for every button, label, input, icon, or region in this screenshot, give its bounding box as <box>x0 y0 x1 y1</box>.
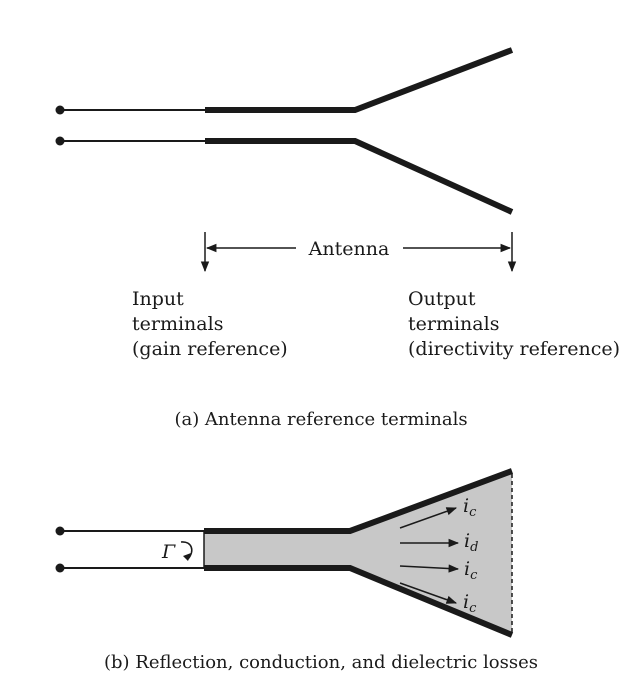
antenna-conductor-bottom <box>205 138 514 215</box>
output-terminals-label-3: (directivity reference) <box>408 338 620 360</box>
current-arrow-ic-2 <box>399 564 460 573</box>
input-terminals-label-3: (gain reference) <box>132 338 288 360</box>
input-terminals-label-1: Input <box>132 288 184 310</box>
input-terminals-label-2: terminals <box>132 313 223 335</box>
antenna-conductor-bottom-b <box>204 565 514 638</box>
output-terminals-label-2: terminals <box>408 313 499 335</box>
current-label-ic-2: ic <box>464 558 478 583</box>
loss-region <box>204 471 512 635</box>
antenna-conductor-top-b <box>204 468 514 534</box>
output-terminals-label-1: Output <box>408 288 476 310</box>
current-arrow-ic-1 <box>399 507 457 529</box>
current-label-ic-1: ic <box>463 495 477 520</box>
caption-b: (b) Reflection, conduction, and dielectr… <box>104 652 538 673</box>
reflection-arrow-head <box>183 553 191 561</box>
current-label-ic-3: ic <box>463 591 477 616</box>
panel-b: Γ ic id ic ic (b) Reflection, conduction… <box>55 468 538 673</box>
current-label-id: id <box>464 530 478 555</box>
antenna-conductor-top <box>205 47 514 113</box>
panel-a: Antenna Input terminals (gain reference)… <box>55 47 620 430</box>
current-arrow-ic-3 <box>399 582 457 604</box>
reflection-coefficient-symbol: Γ <box>161 541 176 563</box>
caption-a: (a) Antenna reference terminals <box>174 409 467 430</box>
antenna-dimension-label: Antenna <box>308 238 390 260</box>
